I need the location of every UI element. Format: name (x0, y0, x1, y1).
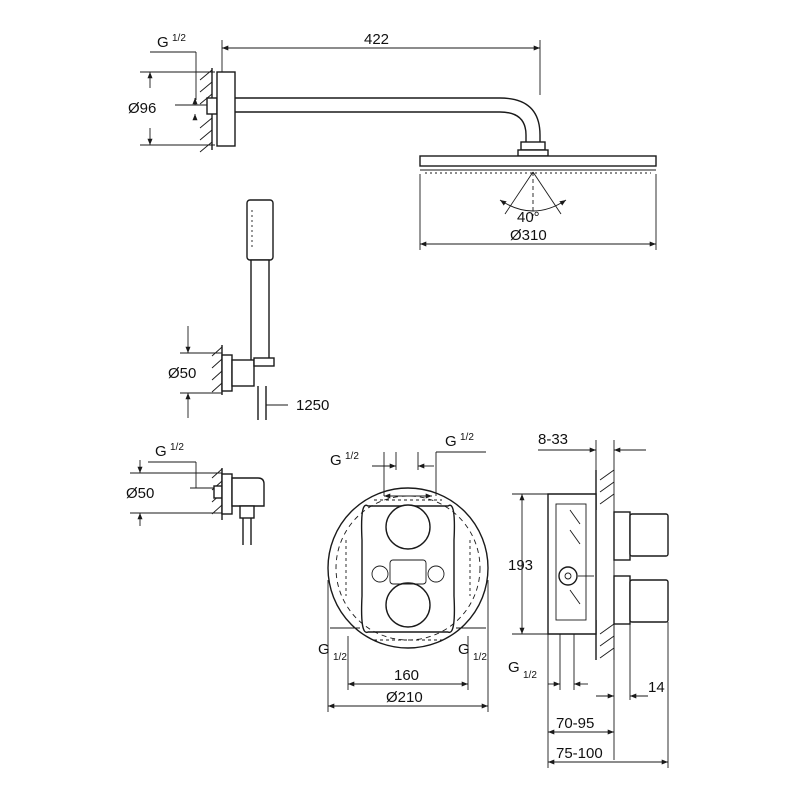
valve-top-left-thread-fraction: 1/2 (345, 451, 359, 462)
valve-diameter-label: Ø210 (386, 689, 423, 706)
arm-thread-fraction: 1/2 (172, 33, 186, 44)
holder-flange-label: Ø50 (168, 365, 196, 382)
side-wall-range-label: 8-33 (538, 431, 568, 448)
elbow-thread-fraction: 1/2 (170, 442, 184, 453)
spray-angle-label: 40° (517, 209, 540, 226)
elbow-flange-label: Ø50 (126, 485, 154, 502)
valve-spacing-label: 160 (394, 667, 419, 684)
side-height-label: 193 (508, 557, 533, 574)
elbow-thread-label: G (155, 443, 167, 460)
valve-bottom-left-thread-label: G (318, 641, 330, 658)
valve-bottom-right-thread-label: G (458, 641, 470, 658)
arm-flange-label: Ø96 (128, 100, 156, 117)
valve-side-view: 8-33 193 G 1/2 14 70-95 75-100 (508, 431, 669, 768)
head-diameter-label: Ø310 (510, 227, 547, 244)
arm-length-label: 422 (364, 31, 389, 48)
wall-elbow-view: G 1/2 Ø50 (126, 442, 265, 545)
valve-bottom-left-thread-fraction: 1/2 (333, 652, 347, 663)
valve-bottom-right-thread-fraction: 1/2 (473, 652, 487, 663)
side-depth-14-label: 14 (648, 679, 665, 696)
side-thread-fraction: 1/2 (523, 670, 537, 681)
side-depth-70-95-label: 70-95 (556, 715, 594, 732)
valve-top-left-thread-label: G (330, 452, 342, 469)
valve-top-right-thread-fraction: 1/2 (460, 432, 474, 443)
hose-length-label: 1250 (296, 397, 329, 414)
side-depth-75-100-label: 75-100 (556, 745, 603, 762)
arm-thread-label: G (157, 34, 169, 51)
hand-shower-view: 1250 Ø50 (168, 199, 329, 420)
valve-top-right-thread-label: G (445, 433, 457, 450)
shower-arm-view: 40° 422 G 1/2 Ø96 Ø310 (128, 31, 657, 250)
valve-front-view: G 1/2 G 1/2 G 1/2 G 1/2 160 Ø210 (318, 432, 489, 712)
side-thread-label: G (508, 659, 520, 676)
